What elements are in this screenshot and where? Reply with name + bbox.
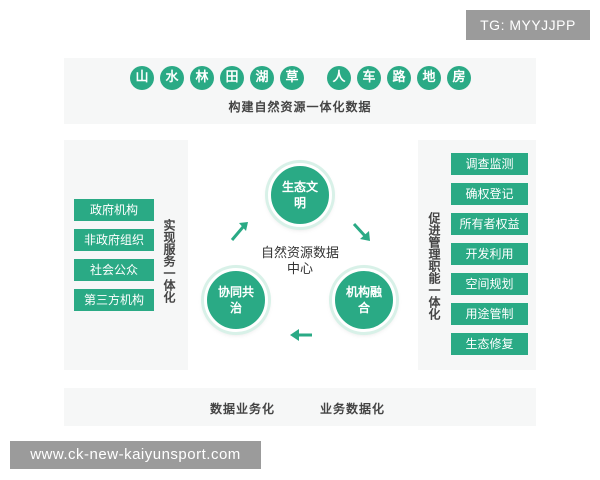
resource-circles-row: 山 水 林 田 湖 草 人 车 路 地 房 <box>0 66 600 90</box>
center-title: 自然资源数据中心 <box>260 246 339 277</box>
node-eco-civilization-label: 生态文明 <box>281 180 318 210</box>
resource-circle-people: 人 <box>327 66 351 90</box>
right-box-spatial-planning: 空间规划 <box>451 273 528 295</box>
node-co-governance: 协同共治 <box>204 268 268 332</box>
resource-circle-vehicle: 车 <box>357 66 381 90</box>
right-box-registration: 确权登记 <box>451 183 528 205</box>
right-box-eco-restoration: 生态修复 <box>451 333 528 355</box>
resource-circle-grass: 草 <box>280 66 304 90</box>
left-box-public: 社会公众 <box>74 259 154 281</box>
resource-circle-forest: 林 <box>190 66 214 90</box>
arrow-left-icon <box>290 329 312 341</box>
resource-circle-road: 路 <box>387 66 411 90</box>
left-panel <box>64 140 188 370</box>
website-badge: www.ck-new-kaiyunsport.com <box>10 441 261 469</box>
resource-circle-lake: 湖 <box>250 66 274 90</box>
resource-circle-land: 地 <box>417 66 441 90</box>
node-institution-fusion: 机构融合 <box>332 268 396 332</box>
bottom-panel <box>64 388 536 426</box>
node-eco-civilization: 生态文明 <box>268 163 332 227</box>
left-box-third-party: 第三方机构 <box>74 289 154 311</box>
left-vertical-label: 实现服务一体化 <box>162 219 176 303</box>
resource-circle-field: 田 <box>220 66 244 90</box>
left-box-ngo: 非政府组织 <box>74 229 154 251</box>
right-box-owner-rights: 所有者权益 <box>451 213 528 235</box>
right-box-development: 开发利用 <box>451 243 528 265</box>
bottom-caption-left: 数据业务化 <box>210 402 276 416</box>
right-box-survey: 调查监测 <box>451 153 528 175</box>
node-institution-fusion-label: 机构融合 <box>345 285 382 315</box>
node-co-governance-label: 协同共治 <box>217 285 254 315</box>
arrow-up-right-icon <box>230 222 248 241</box>
resource-circle-mountain: 山 <box>130 66 154 90</box>
right-box-use-control: 用途管制 <box>451 303 528 325</box>
tg-badge: TG: MYYJJPP <box>466 10 590 40</box>
resource-circle-house: 房 <box>447 66 471 90</box>
bottom-caption-right: 业务数据化 <box>320 402 386 416</box>
right-vertical-label: 促进管理职能一体化 <box>427 212 441 320</box>
resource-circle-water: 水 <box>160 66 184 90</box>
top-caption: 构建自然资源一体化数据 <box>228 100 372 114</box>
left-box-government: 政府机构 <box>74 199 154 221</box>
arrow-down-right-icon <box>352 222 370 241</box>
